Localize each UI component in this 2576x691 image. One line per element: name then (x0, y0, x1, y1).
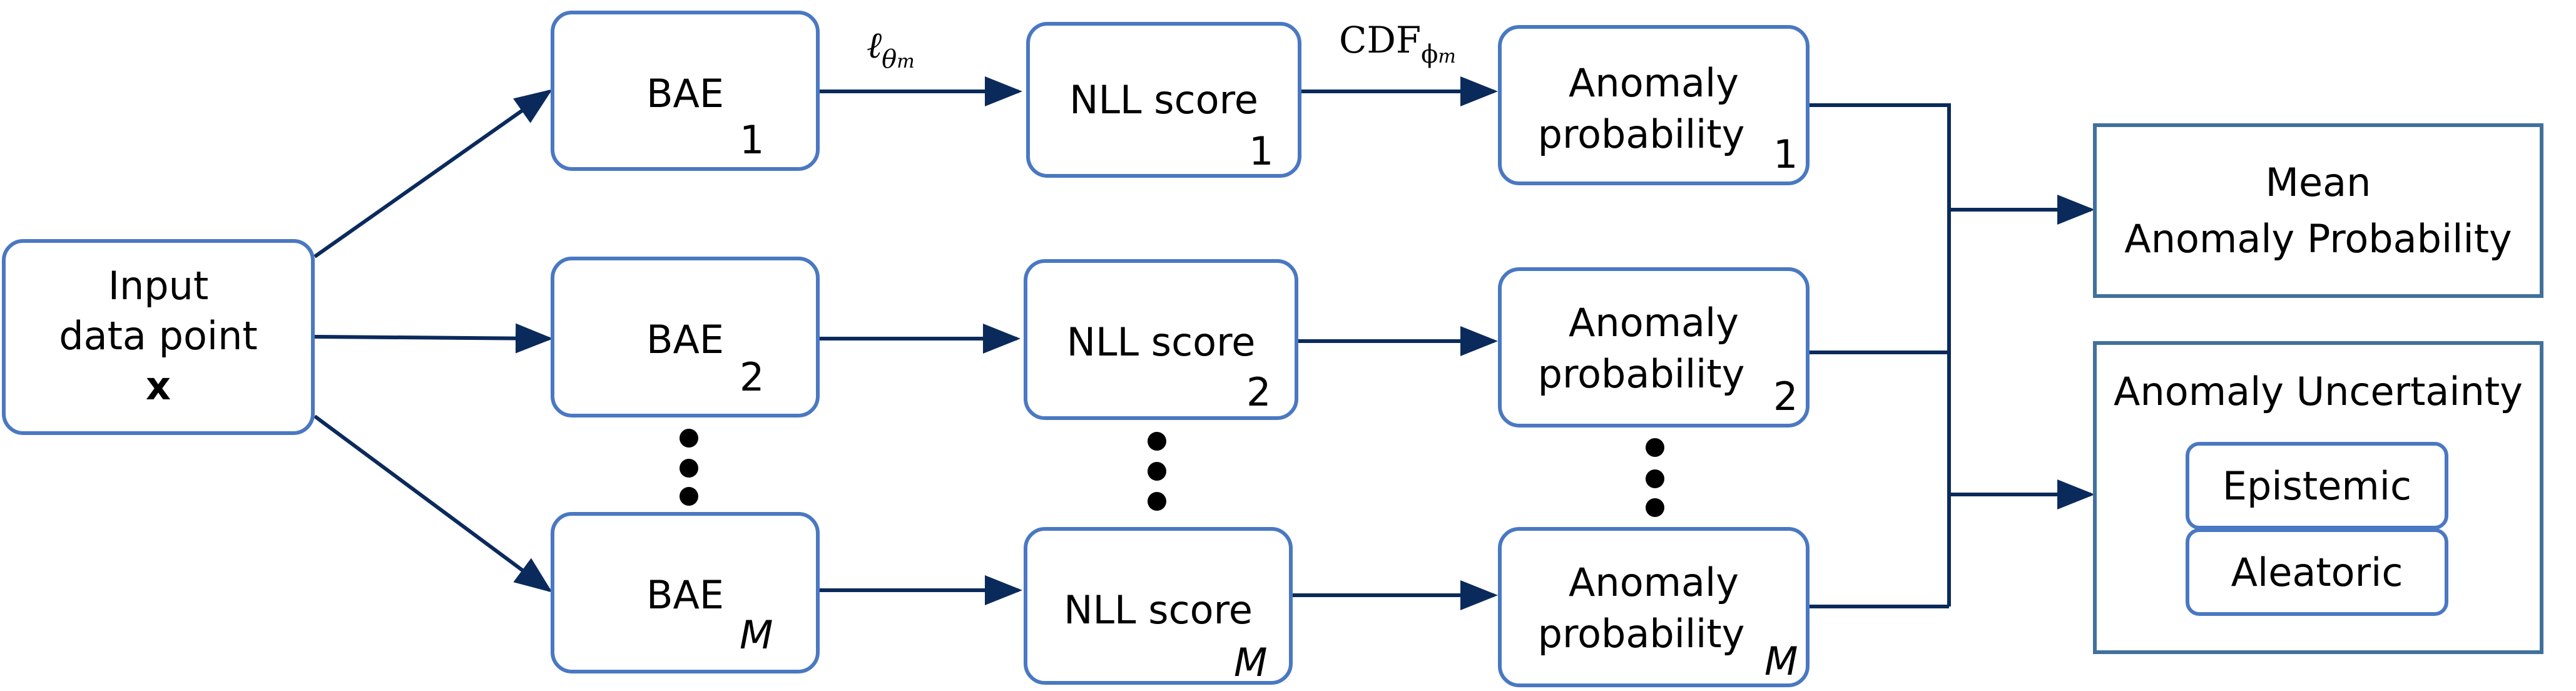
bae-subscript-2: 2 (740, 354, 765, 400)
prob-subscript-2: 2 (1773, 374, 1798, 419)
nll-subscript-1: 1 (1249, 128, 1274, 174)
bae-label-1: BAE (646, 71, 725, 116)
bae-label-M: BAE (646, 572, 725, 618)
theta-subscript: m (897, 51, 915, 73)
ellipsis-dot (680, 429, 698, 448)
prob-line1-M: Anomaly (1569, 560, 1739, 605)
nll-label-2: NLL score (1066, 319, 1256, 365)
arrow-input-to-bae1 (313, 89, 552, 258)
ellipsis-dot (1646, 498, 1664, 517)
ellipsis-dot (680, 487, 698, 506)
bae-subscript-M: M (740, 612, 773, 658)
nll-subscript-M: M (1234, 640, 1268, 685)
prob-node-2: Anomaly probability 2 (1498, 267, 1810, 427)
nll-node-1: NLL score 1 (1026, 22, 1301, 178)
bae-label-2: BAE (646, 317, 725, 362)
mean-probability-box: Mean Anomaly Probability (2093, 123, 2543, 298)
connector-prob1 (1810, 103, 1951, 607)
nll-node-M: NLL score M (1024, 527, 1293, 685)
prob-line2-1: probability (1537, 111, 1745, 157)
input-variable: x (146, 363, 171, 409)
ellipsis-dot (1148, 492, 1166, 511)
edge-label-cdf: CDFϕm (1339, 20, 1456, 77)
ell-symbol: ℓ (867, 24, 882, 66)
prob-subscript-M: M (1764, 638, 1798, 684)
epistemic-label: Epistemic (2222, 463, 2412, 509)
prob-line2-M: probability (1537, 611, 1745, 657)
prob-line1-2: Anomaly (1569, 300, 1739, 346)
bae-node-2: BAE 2 (551, 257, 820, 417)
prob-node-1: Anomaly probability 1 (1498, 25, 1810, 185)
ellipsis-dot (1646, 438, 1664, 457)
cdf-text: CDF (1339, 19, 1422, 61)
phi-symbol: ϕ (1421, 40, 1438, 69)
aleatoric-box: Aleatoric (2186, 528, 2448, 616)
input-line2: data point (59, 313, 258, 359)
edge-label-loss: ℓθm (867, 25, 915, 82)
mean-line1: Mean (2265, 160, 2371, 205)
input-line1: Input (108, 263, 209, 309)
theta-symbol: θ (882, 45, 897, 74)
prob-node-M: Anomaly probability M (1498, 527, 1810, 687)
ellipsis-dot (1646, 469, 1664, 488)
prob-line1-1: Anomaly (1569, 60, 1739, 106)
input-node: Input data point x (2, 239, 315, 435)
nll-label-M: NLL score (1064, 587, 1253, 633)
aleatoric-label: Aleatoric (2231, 550, 2403, 595)
prob-subscript-1: 1 (1773, 131, 1798, 177)
mean-line2: Anomaly Probability (2124, 216, 2512, 262)
bae-node-1: BAE 1 (551, 11, 820, 171)
ellipsis-dot (680, 459, 698, 478)
bae-subscript-1: 1 (740, 117, 765, 163)
bae-node-M: BAE M (551, 512, 820, 673)
uncertainty-box: Anomaly Uncertainty Epistemic Aleatoric (2093, 341, 2543, 654)
uncertainty-title: Anomaly Uncertainty (2114, 369, 2523, 414)
nll-subscript-2: 2 (1246, 369, 1271, 415)
arrow-input-to-baeM (313, 414, 552, 593)
arrow-input-to-bae2 (314, 323, 553, 354)
nll-label-1: NLL score (1069, 77, 1258, 123)
nll-node-2: NLL score 2 (1024, 259, 1298, 420)
prob-line2-2: probability (1537, 351, 1745, 397)
epistemic-box: Epistemic (2186, 442, 2448, 530)
ellipsis-dot (1148, 462, 1166, 481)
ellipsis-dot (1148, 432, 1166, 451)
phi-subscript: m (1438, 46, 1456, 68)
